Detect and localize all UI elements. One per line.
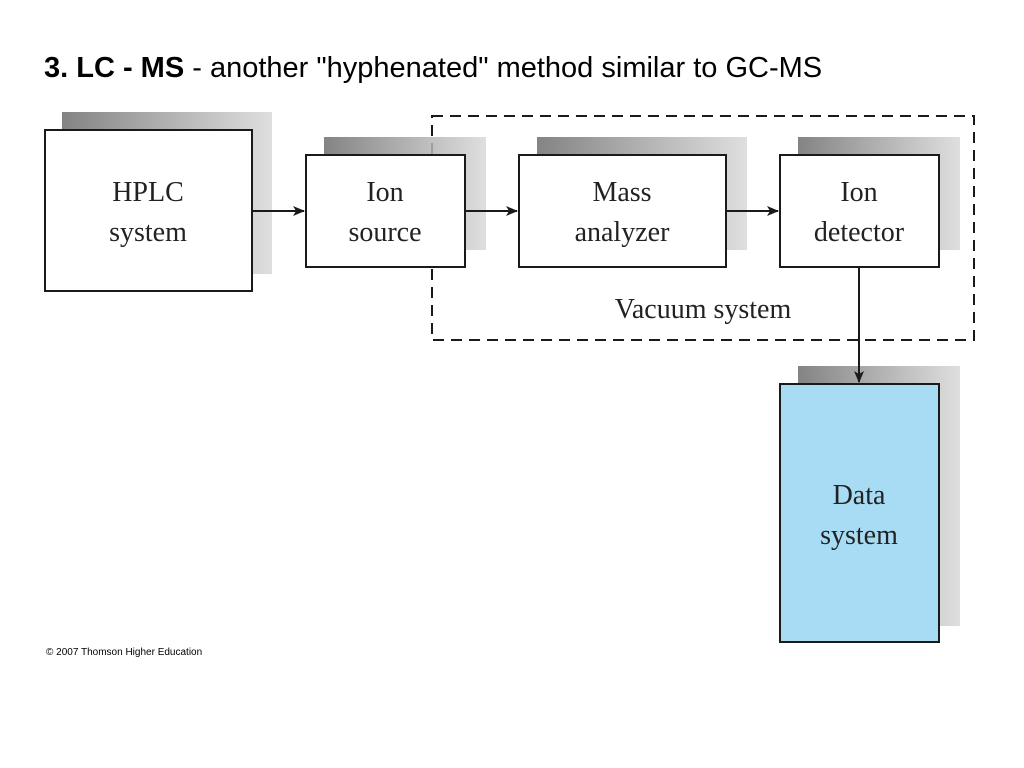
ion-detector-label-line2: detector (814, 217, 905, 248)
vacuum-system-region (431, 115, 975, 341)
hplc-system-label-line2: system (109, 217, 187, 248)
vacuum-system-label: Vacuum system (615, 294, 792, 325)
hplc-system-box: HPLC system (44, 112, 272, 292)
hplc-system-rect (44, 129, 253, 292)
ion-detector-label-line1: Ion (840, 177, 877, 208)
ion-detector-box: Ion detector (779, 137, 960, 268)
slide-title-rest: - another "hyphenated" method similar to… (184, 52, 823, 84)
hplc-system-label-line1: HPLC (112, 177, 184, 208)
ion-source-rect (305, 154, 466, 268)
data-system-rect (779, 383, 940, 643)
data-system-label-line2: system (820, 520, 898, 551)
mass-analyzer-box: Mass analyzer (518, 137, 747, 268)
data-system-box: Data system (779, 366, 960, 643)
ion-source-box: Ion source (305, 137, 486, 268)
ion-source-label-line2: source (348, 217, 421, 248)
slide-title: 3. LC - MS - another "hyphenated" method… (44, 52, 822, 85)
ion-source-label-line1: Ion (366, 177, 403, 208)
slide-title-bold: 3. LC - MS (44, 52, 185, 84)
mass-analyzer-rect (518, 154, 727, 268)
mass-analyzer-label-line1: Mass (592, 177, 651, 208)
mass-analyzer-label-line2: analyzer (575, 217, 670, 248)
data-system-label-line1: Data (833, 480, 886, 511)
ion-detector-rect (779, 154, 940, 268)
copyright-notice: © 2007 Thomson Higher Education (46, 647, 203, 658)
